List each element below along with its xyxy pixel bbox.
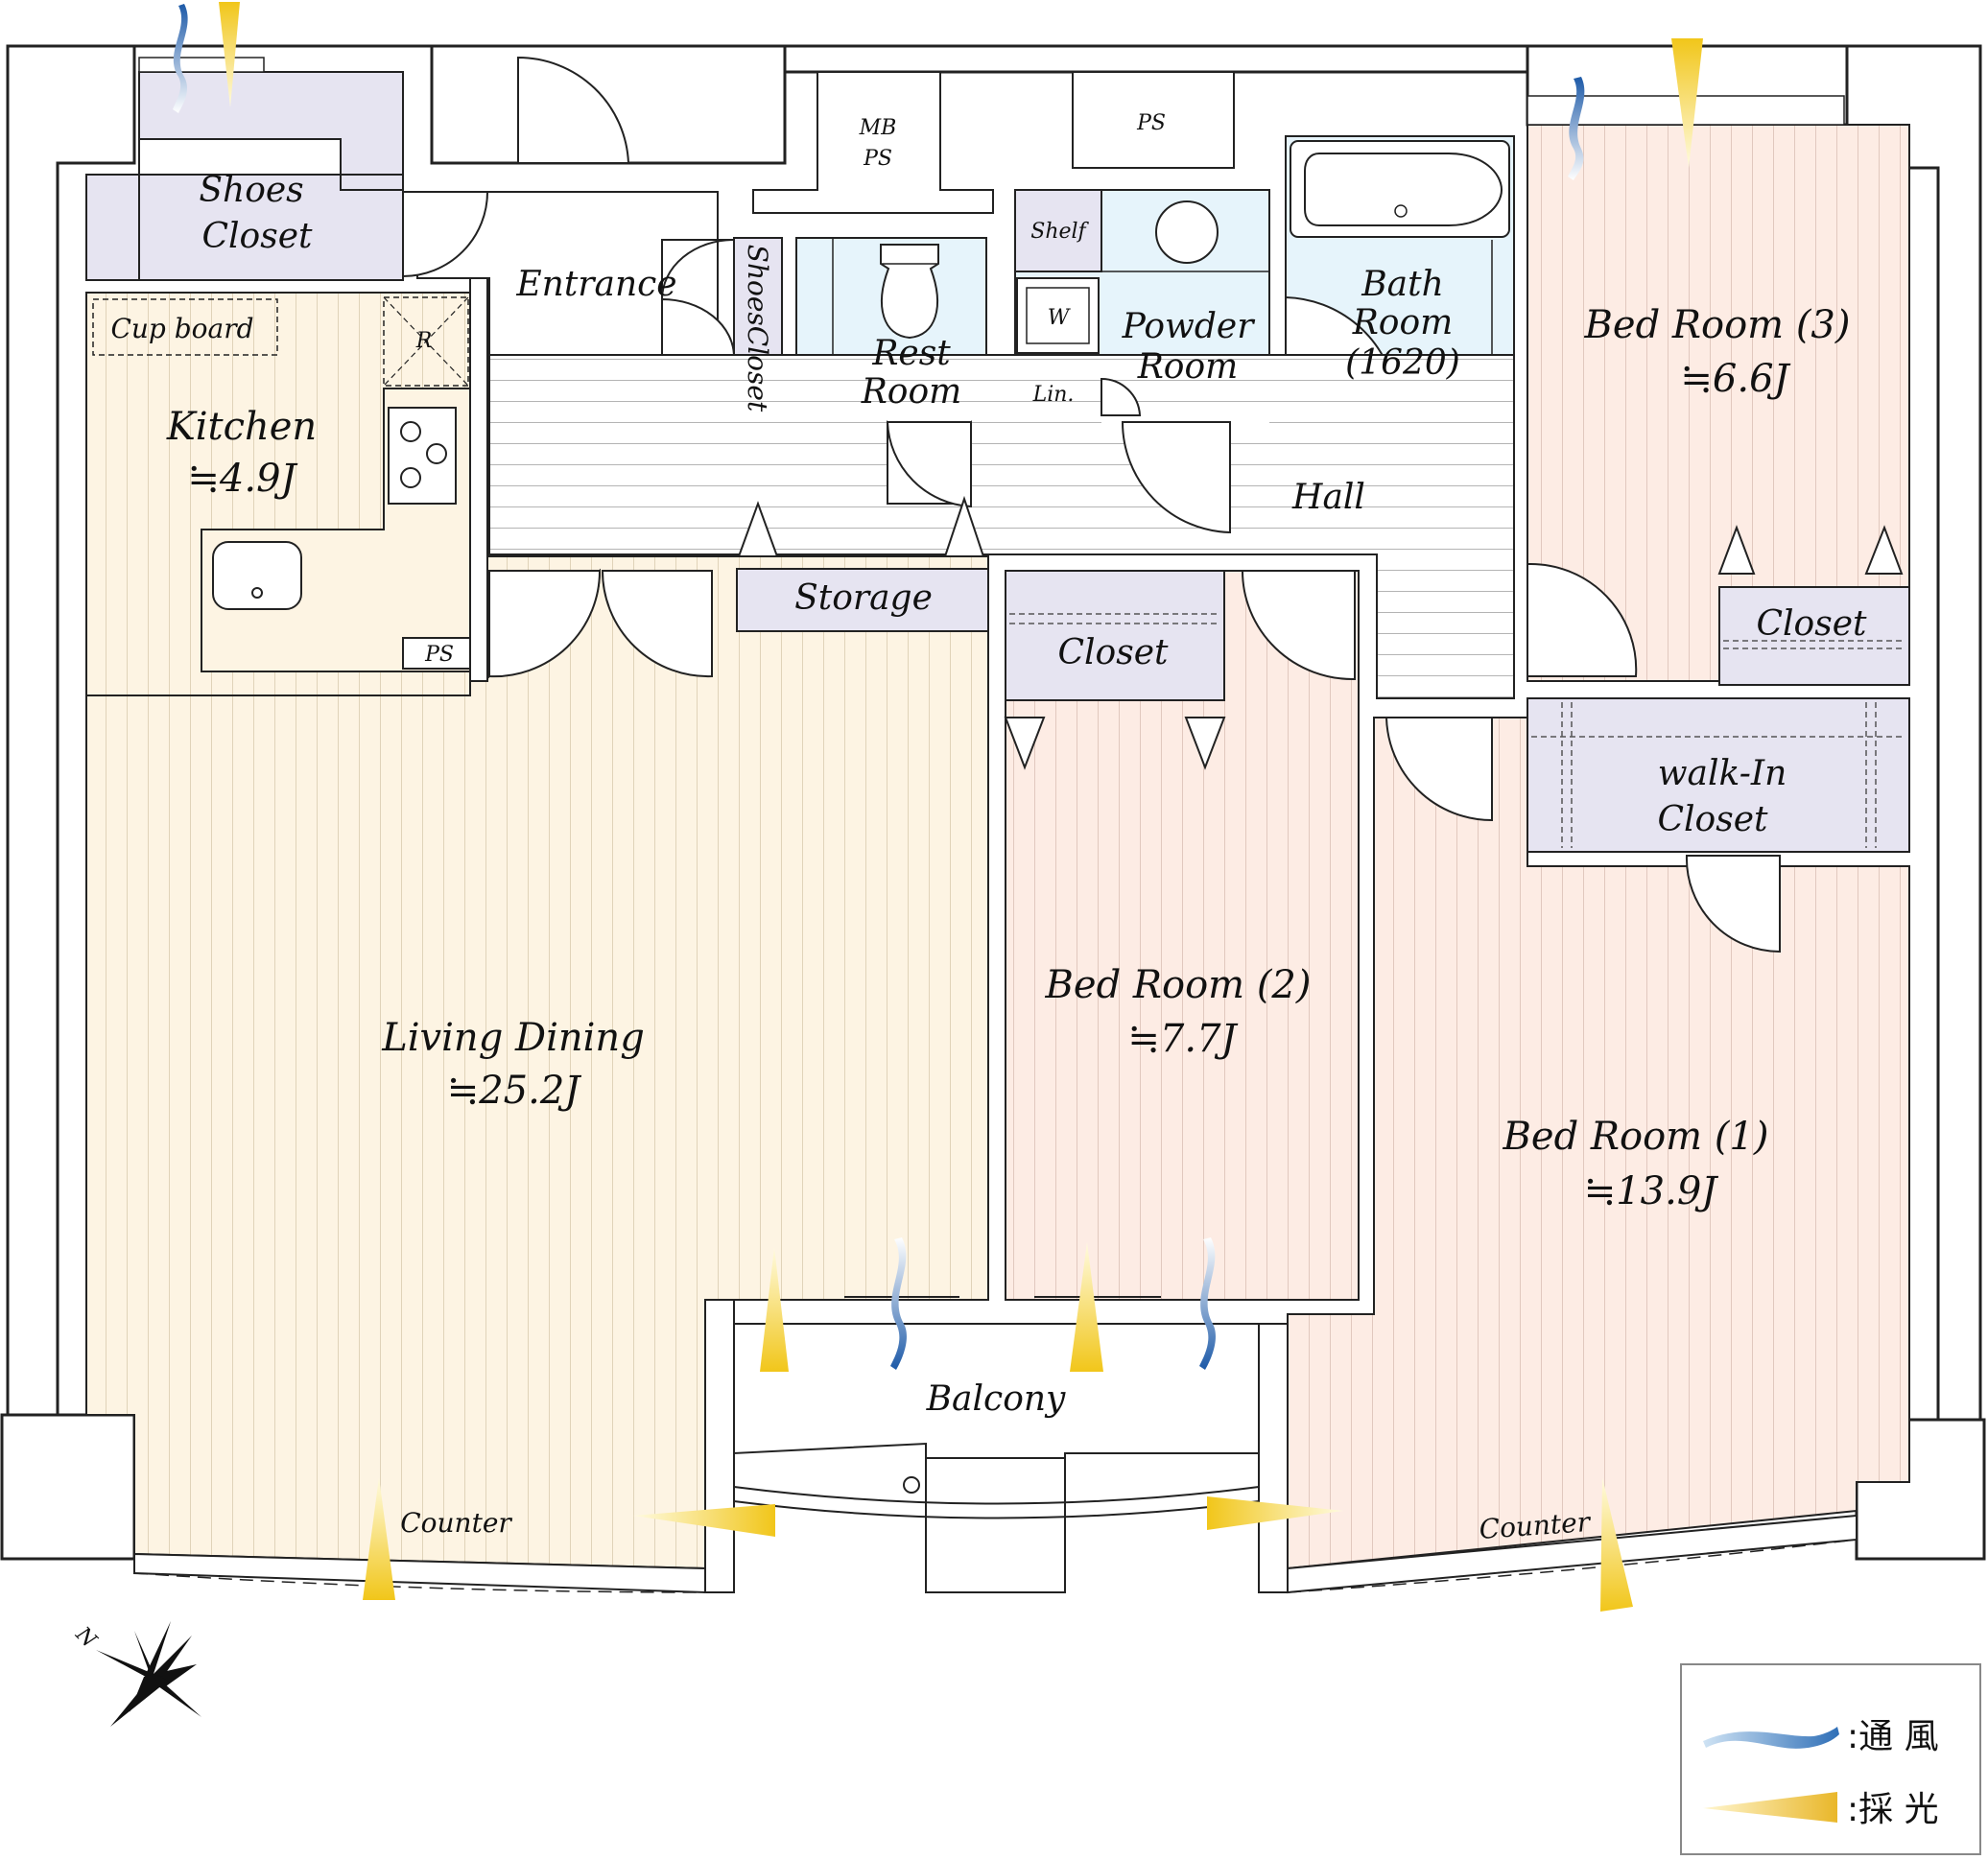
cupboard [92,298,278,356]
ps-kitchen-box [402,637,476,670]
walk-in-closet-door[interactable] [1685,855,1781,954]
powder-room-door[interactable] [1121,421,1231,534]
cooktop [388,407,457,505]
closet-bed2 [1005,570,1225,701]
light-icon-balcony-left [633,1504,775,1537]
wind-icon-shoes [173,4,188,113]
storage-door-right[interactable] [943,495,985,557]
light-icon-shoes [219,2,240,107]
mb-ps-label: PS [863,147,892,171]
closet-bed2-label: Closet [1058,633,1170,672]
rest-room-label-2: Room [861,372,962,412]
legend: :通 風 :採 光 [1680,1663,1981,1855]
wind-icon-bed3 [1568,77,1585,180]
kitchen-area: ≒4.9J [187,457,297,501]
light-icon-counter-right [1600,1477,1633,1612]
hall-label: Hall [1291,478,1365,517]
storage-label: Storage [794,578,933,618]
sink [212,541,302,610]
powder-room-label-1: Powder [1122,307,1256,346]
bed-room-2-label: Bed Room (2) [1045,963,1312,1007]
cupboard-label: Cup board [110,313,253,344]
ps-top-label: PS [1136,111,1166,135]
shoes-closet-label-1: Shoes [199,171,303,210]
ps-top [1072,71,1235,169]
light-icon-counter-left [363,1477,395,1600]
linen-label: Lin. [1032,383,1075,407]
legend-wind-icon [1703,1727,1839,1749]
bed-room-3-area: ≒6.6J [1680,357,1790,401]
bath-room-label-2: Room [1352,303,1454,342]
rest-room-label-1: Rest [871,334,951,373]
washer-label: W [1048,306,1072,330]
bed-room-3-door-leaf[interactable] [1526,562,1638,677]
compass-icon: N [70,1621,201,1727]
balcony-label: Balcony [926,1379,1066,1419]
light-icon-balcony-right [1207,1496,1343,1530]
walk-in-closet [1526,697,1910,853]
storage-door-left[interactable] [737,501,779,557]
ps-kitchen-label: PS [424,643,454,667]
wash-basin [1155,200,1219,264]
bed-room-3-label: Bed Room (3) [1584,303,1851,347]
living-dining-label: Living Dining [381,1016,645,1060]
refrigerator-label: R [415,329,433,353]
light-icon-bed3 [1671,38,1703,168]
closet-bed3-door-left[interactable] [1717,525,1756,575]
closet-bed3-label: Closet [1757,604,1868,644]
walk-in-closet-label-2: Closet [1658,800,1769,839]
storage [736,568,989,632]
legend-light-icon [1703,1792,1837,1823]
mb-ps [752,71,994,214]
entrance-door[interactable] [517,56,630,164]
bed-room-1-door[interactable] [1384,717,1493,822]
closet-bed2-door-left[interactable] [1004,717,1046,770]
compass-north-label: N [70,1622,102,1654]
legend-ventilation: :通 風 [1847,1717,1939,1756]
wind-icon-living [890,1237,907,1370]
light-icon-bed2 [1070,1242,1103,1372]
washer-box [1016,277,1100,354]
legend-daylight: :採 光 [1847,1790,1939,1829]
balcony-box [925,1457,1066,1593]
shelf-box [1014,189,1102,272]
shoes-closet-small-label: ShoesCloset [742,245,773,412]
entrance-shoe-door-3[interactable] [661,297,736,358]
mb-label: MB [859,116,897,140]
living-door-right-leaf[interactable] [601,570,713,678]
entrance-shoe-door-1[interactable] [661,239,735,300]
bath-room-label-1: Bath [1361,265,1444,304]
shoes-closet-label-2: Closet [202,217,314,256]
counter-right-label: Counter [1479,1506,1593,1545]
shoes-closet-door[interactable] [402,191,489,278]
refrigerator-space [383,296,469,387]
bed-room-1-area: ≒13.9J [1584,1169,1719,1213]
linen-door[interactable] [1100,377,1142,416]
wind-icon-bed2 [1199,1237,1216,1370]
kitchen-label: Kitchen [166,405,317,449]
hall-floor [488,354,1515,699]
closet-bed2-door-right[interactable] [1184,717,1226,770]
powder-room-label-2: Room [1137,347,1239,387]
toilet [880,244,939,340]
bath-room-label-3: (1620) [1345,343,1460,383]
light-icon-living-1 [760,1247,789,1372]
bed-room-2-door[interactable] [1241,570,1356,681]
entrance-label: Entrance [515,265,676,304]
living-door-left-leaf[interactable] [488,570,602,678]
counter-left-label: Counter [400,1507,512,1539]
closet-bed3 [1718,586,1910,686]
bed-room-1-label: Bed Room (1) [1503,1115,1769,1159]
walk-in-closet-label-1: walk-In [1658,754,1787,793]
closet-bed3-door-right[interactable] [1864,525,1904,575]
bed-room-2-area: ≒7.7J [1127,1017,1238,1061]
shelf-label: Shelf [1030,220,1089,244]
living-dining-area: ≒25.2J [447,1069,582,1113]
